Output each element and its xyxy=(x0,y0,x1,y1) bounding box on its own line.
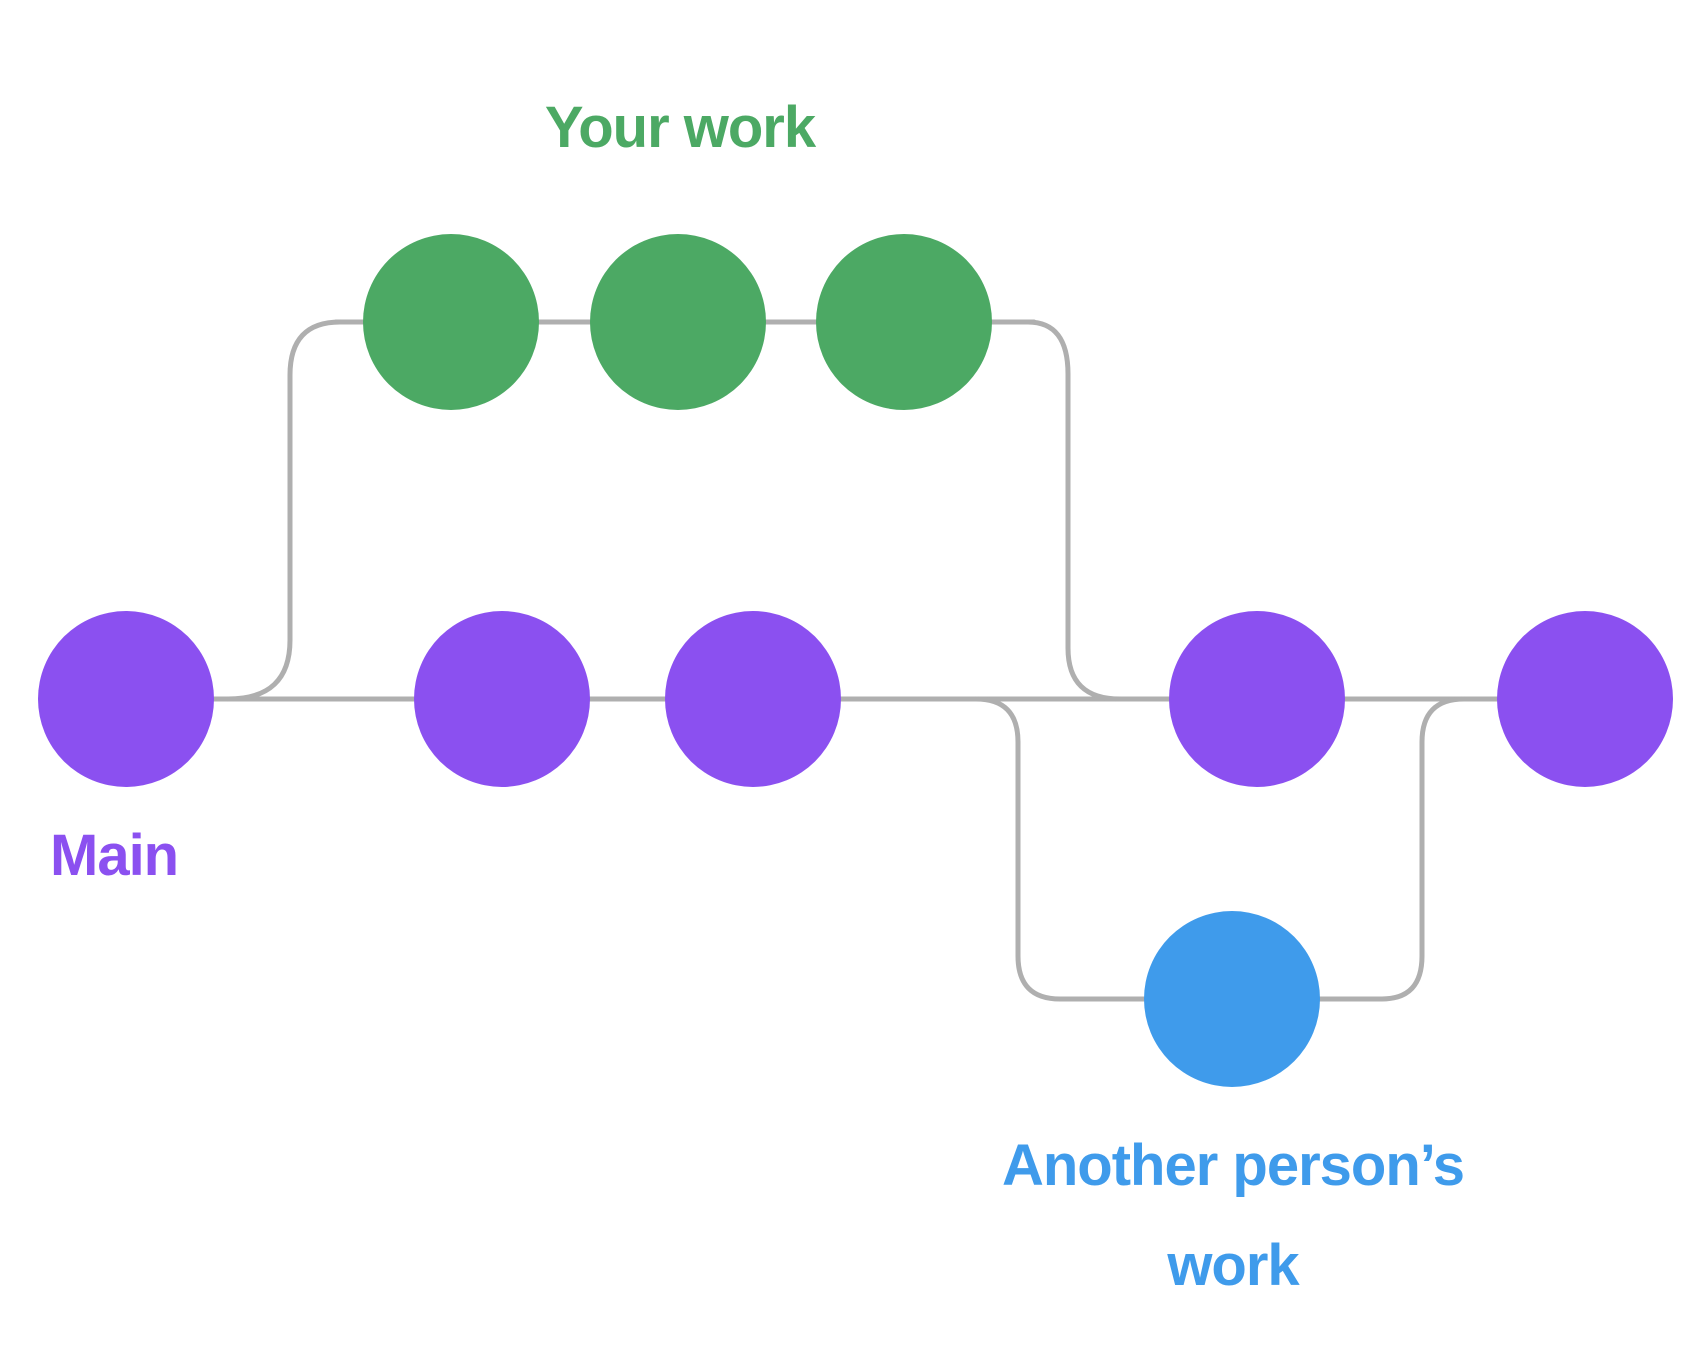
feature-merge-in-curve xyxy=(997,319,1123,702)
commit-node-main-5 xyxy=(1497,611,1673,787)
your-work-label: Your work xyxy=(544,95,816,160)
feature-branch-out-curve xyxy=(225,319,343,702)
another-person-branch-nodes xyxy=(1144,911,1320,1087)
another-person-label: Another person’s work xyxy=(1001,1133,1465,1298)
commit-node-another_person-1 xyxy=(1144,911,1320,1087)
commit-node-main-4 xyxy=(1169,611,1345,787)
blue-merge-in-curve xyxy=(1315,696,1467,1002)
commit-node-main-3 xyxy=(665,611,841,787)
your-work-branch-nodes xyxy=(363,234,992,410)
commit-node-your_work-3 xyxy=(816,234,992,410)
commit-node-your_work-1 xyxy=(363,234,539,410)
blue-branch-out-curve xyxy=(973,696,1149,1002)
commit-node-main-2 xyxy=(414,611,590,787)
commit-node-your_work-2 xyxy=(590,234,766,410)
main-branch-nodes xyxy=(38,611,1673,787)
commit-node-main-1 xyxy=(38,611,214,787)
main-label: Main xyxy=(50,823,179,888)
